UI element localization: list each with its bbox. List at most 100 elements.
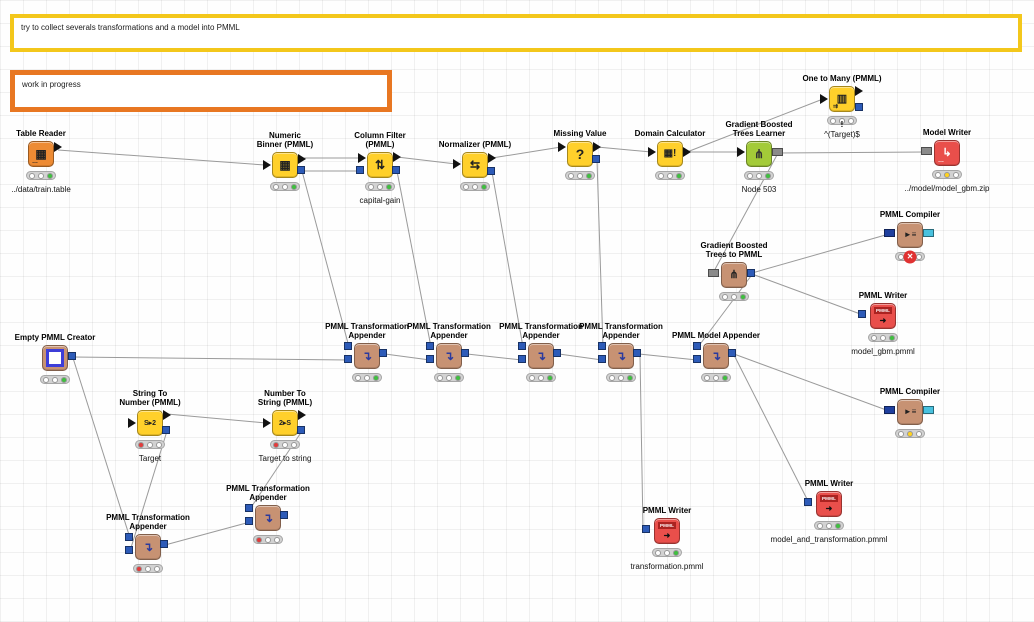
pmml-compiler-bottom-icon[interactable]: ►≡ [897,399,923,425]
data-port[interactable] [298,154,306,164]
data-port[interactable] [558,142,566,152]
gray-port[interactable] [921,147,932,155]
wire[interactable] [686,98,824,153]
data-port[interactable] [163,410,171,420]
wire[interactable] [776,151,927,154]
pmml-port[interactable] [598,342,606,350]
pmml-writer-model-gbm-icon[interactable]: PMML➜ [870,303,896,329]
string-to-number-icon[interactable]: S▸2 [137,410,163,436]
data-port[interactable] [820,94,828,104]
node-domain-calculator[interactable]: Domain Calculator▦! [635,129,705,180]
node-normalizer[interactable]: Normalizer (PMML)⇆ [439,140,511,191]
data-port[interactable] [488,153,496,163]
node-table-reader[interactable]: Table Reader▦…../data/train.table [11,129,71,194]
pmml-port[interactable] [693,355,701,363]
transformation-appender-3-icon[interactable]: ↴ [528,343,554,369]
pmml-port[interactable] [693,342,701,350]
transformation-appender-1-icon[interactable]: ↴ [354,343,380,369]
data-port[interactable] [263,418,271,428]
wire[interactable] [384,353,431,361]
data-port[interactable] [453,159,461,169]
pmml-port[interactable] [804,498,812,506]
pmml-port[interactable] [160,540,168,548]
wire[interactable] [72,357,131,539]
wire[interactable] [751,273,864,316]
navy-port[interactable] [884,406,895,414]
pmml-port[interactable] [518,342,526,350]
pmml-port[interactable] [461,349,469,357]
node-pmml-compiler-top[interactable]: PMML Compiler►≡× [880,210,940,263]
data-port[interactable] [263,160,271,170]
data-port[interactable] [128,418,136,428]
pmml-port[interactable] [858,310,866,318]
wire[interactable] [72,356,349,361]
pmml-port[interactable] [356,166,364,174]
gray-port[interactable] [772,148,783,156]
wire[interactable] [733,354,810,504]
wire[interactable] [639,354,647,531]
number-to-string-icon[interactable]: 2▸S [272,410,298,436]
node-pmml-compiler-bottom[interactable]: PMML Compiler►≡ [880,387,940,438]
pmml-port[interactable] [747,269,755,277]
pmml-port[interactable] [426,342,434,350]
pmml-port[interactable] [68,352,76,360]
data-port[interactable] [298,410,306,420]
wire[interactable] [466,353,523,361]
node-pmml-model-appender[interactable]: PMML Model Appender↴ [672,331,760,382]
pmml-model-appender-icon[interactable]: ↴ [703,343,729,369]
wire[interactable] [558,353,603,361]
pmml-port[interactable] [344,342,352,350]
wire[interactable] [638,353,698,361]
normalizer-icon[interactable]: ⇆ [462,152,488,178]
transformation-appender-2-icon[interactable]: ↴ [436,343,462,369]
wire[interactable] [491,171,524,348]
wire[interactable] [751,233,890,274]
node-missing-value[interactable]: Missing Value? [554,129,606,180]
wire[interactable] [57,149,266,166]
pmml-compiler-top-icon[interactable]: ►≡ [897,222,923,248]
gray-port[interactable] [708,269,719,277]
pmml-port[interactable] [162,426,170,434]
node-empty-pmml-creator[interactable]: Empty PMML Creator [15,333,95,384]
pmml-port[interactable] [344,355,352,363]
domain-calculator-icon[interactable]: ▦! [657,141,683,167]
wire[interactable] [596,146,652,153]
pmml-port[interactable] [392,166,400,174]
pmml-port[interactable] [553,349,561,357]
wire[interactable] [733,353,890,412]
pmml-port[interactable] [125,533,133,541]
missing-value-icon[interactable]: ? [567,141,593,167]
pmml-port[interactable] [487,167,495,175]
pmml-port[interactable] [426,355,434,363]
pmml-port[interactable] [245,504,253,512]
transformation-appender-6-icon[interactable]: ↴ [255,505,281,531]
numeric-binner-icon[interactable]: ▦ [272,152,298,178]
wire[interactable] [166,413,267,424]
pmml-port[interactable] [633,349,641,357]
transformation-appender-4-icon[interactable]: ↴ [608,343,634,369]
column-filter-icon[interactable]: ⇅ [367,152,393,178]
pmml-port[interactable] [855,103,863,111]
pmml-port[interactable] [379,349,387,357]
node-one-to-many[interactable]: One to Many (PMML)▥⇉!^(Target)$ [802,74,881,139]
pmml-port[interactable] [642,525,650,533]
pmml-port[interactable] [728,349,736,357]
pmml-port[interactable] [598,355,606,363]
pmml-port[interactable] [518,355,526,363]
wire[interactable] [596,159,604,348]
data-port[interactable] [54,142,62,152]
pmml-writer-model-and-transformation-icon[interactable]: PMML➜ [816,491,842,517]
data-port[interactable] [737,147,745,157]
